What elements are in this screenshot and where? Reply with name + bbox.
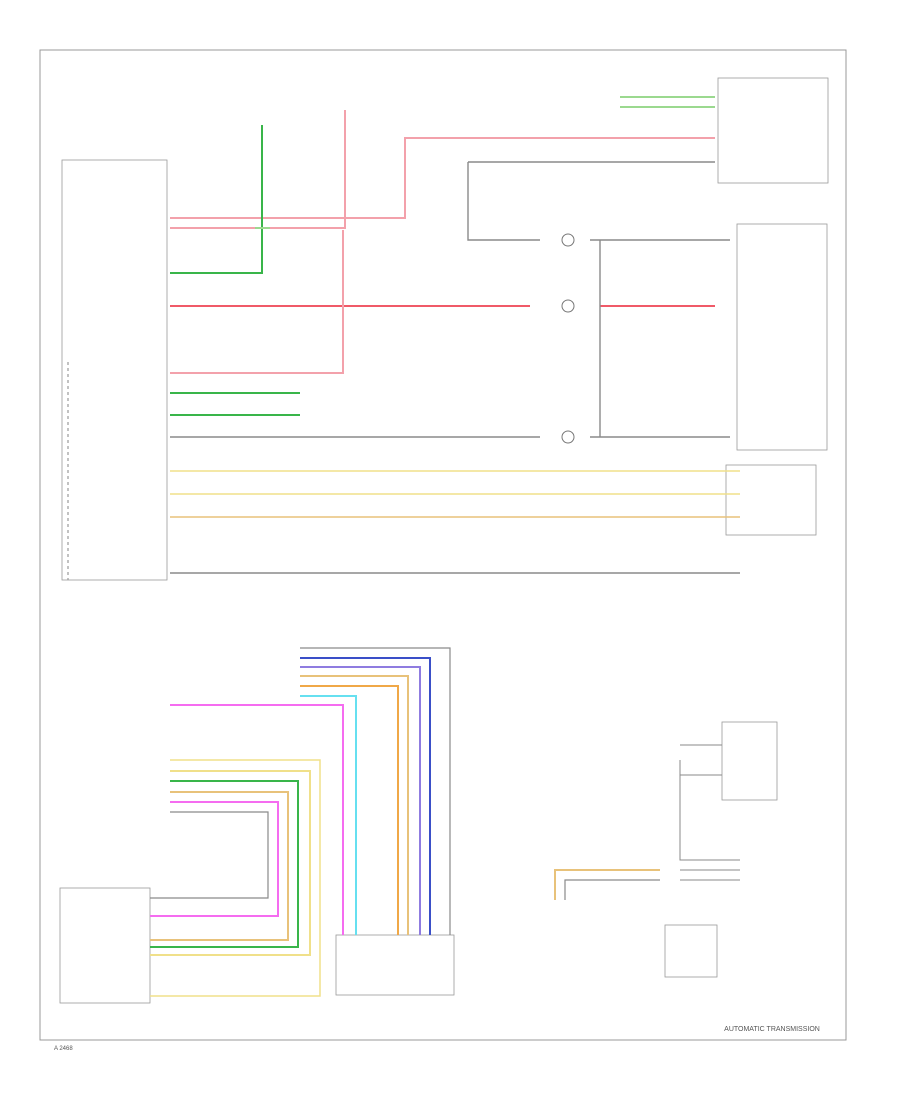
shift-lock-box bbox=[725, 464, 817, 536]
wire-red-pink-a bbox=[170, 137, 715, 219]
ground-circle-3 bbox=[561, 430, 575, 444]
diagram-code: A 2468 bbox=[54, 1046, 73, 1052]
wire-green-a bbox=[170, 125, 263, 274]
gray-wire-group bbox=[170, 161, 740, 574]
wire-gray-drop bbox=[467, 162, 540, 241]
wire-trans-gray bbox=[564, 879, 660, 900]
wire-lower-magenta bbox=[170, 704, 344, 935]
ground-circle-1 bbox=[561, 233, 575, 247]
wire-lower-gray bbox=[300, 647, 451, 935]
green-wire-group bbox=[170, 96, 715, 416]
wire-lower-orange bbox=[300, 685, 399, 935]
wire-lower-blue bbox=[300, 657, 431, 935]
ground-symbols bbox=[561, 233, 575, 444]
wire-lower-yellow-outer bbox=[150, 759, 321, 997]
body-control-module-box bbox=[61, 159, 168, 581]
lower-harness-wire-group bbox=[150, 647, 451, 997]
red-wire-group bbox=[170, 110, 715, 374]
instrument-cluster-box bbox=[717, 77, 829, 184]
diagram-border bbox=[39, 49, 847, 1041]
wire-red-pink-c bbox=[170, 230, 344, 374]
steering-wheel-controls-box bbox=[736, 223, 828, 451]
yellow-wire-group bbox=[170, 470, 740, 518]
wire-red-pink-b bbox=[170, 110, 346, 229]
wire-lower-tan-2 bbox=[150, 791, 289, 941]
trans-shift-lever-box bbox=[59, 887, 151, 1004]
ground-circle-2 bbox=[561, 299, 575, 313]
wire-lower-magenta-2 bbox=[150, 801, 279, 917]
ecm-box bbox=[335, 934, 455, 996]
wire-lower-tan bbox=[300, 675, 409, 935]
wire-lower-violet bbox=[300, 666, 421, 935]
trans-solenoid-box bbox=[664, 924, 718, 978]
wire-lower-gray-2 bbox=[150, 811, 269, 899]
trans-range-switch-box bbox=[721, 721, 778, 801]
wire-trans-vertical bbox=[679, 760, 740, 861]
transmission-wire-group bbox=[554, 744, 740, 900]
diagram-title: AUTOMATIC TRANSMISSION bbox=[724, 1026, 820, 1033]
wire-lower-yellow bbox=[150, 770, 311, 956]
wire-trans-tan bbox=[554, 869, 660, 900]
wire-lower-cyan bbox=[300, 695, 357, 935]
wire-lower-green bbox=[150, 780, 299, 948]
